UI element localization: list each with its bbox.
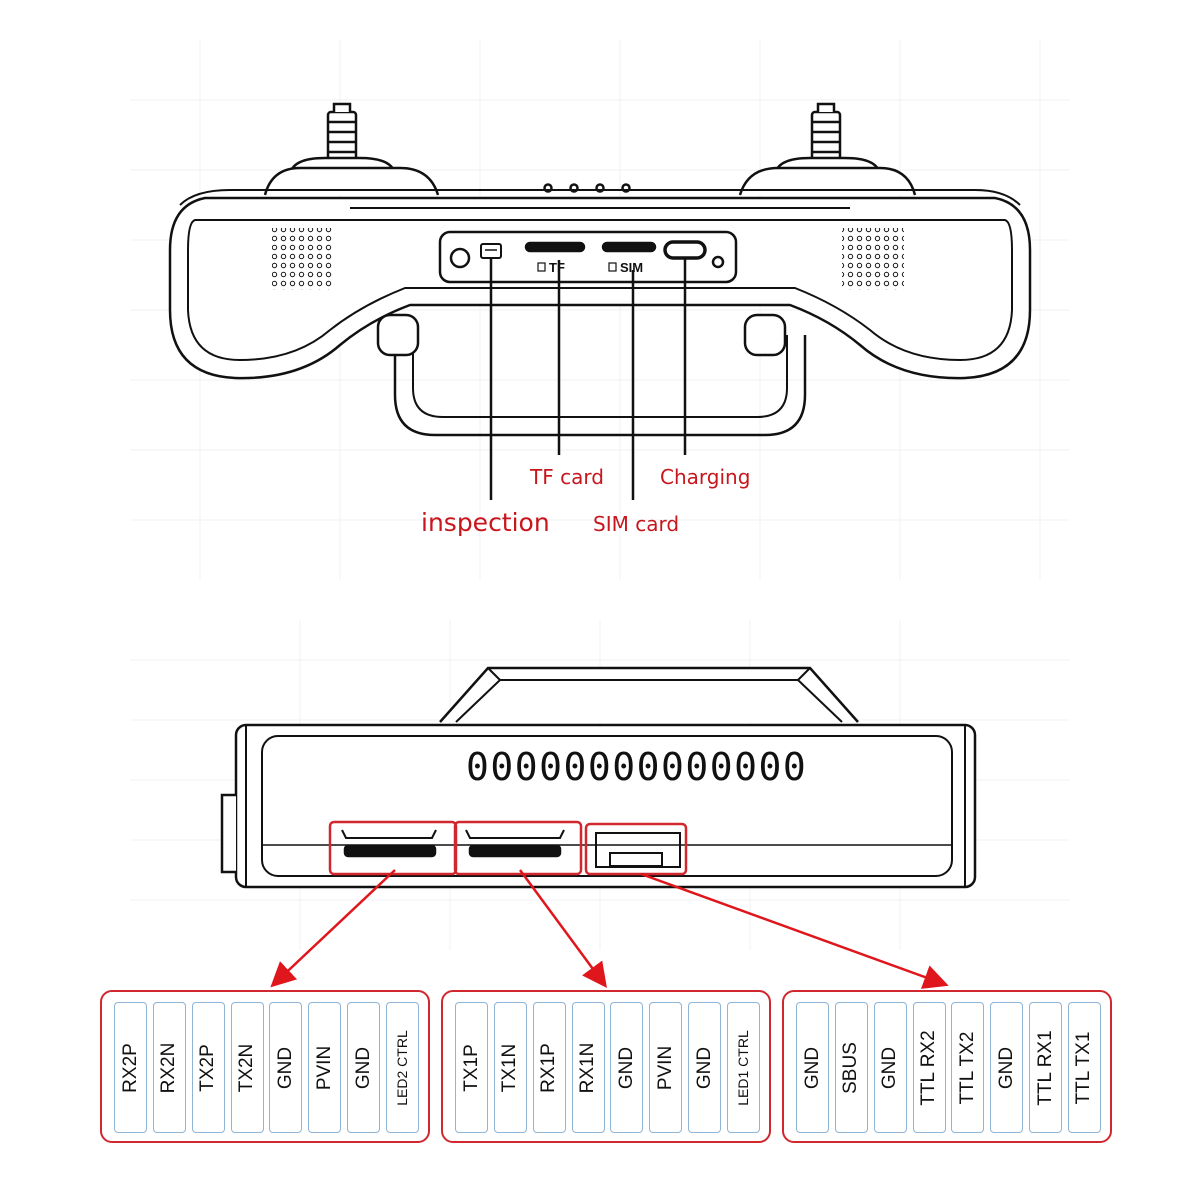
pin-label: GND [801,1046,823,1089]
pin-label: GND [693,1046,715,1089]
pin-label-box: RX1N [571,1002,605,1133]
pin-label: RX2P [119,1042,141,1093]
connector-arrows [270,869,949,989]
pin-label-box: GND [796,1002,829,1133]
pin-label: PVIN [313,1045,335,1090]
pin-label-box: LED1 CTRL [726,1002,760,1133]
pin-label-box: RX2N [152,1002,186,1133]
pin-label-box: TTL TX2 [951,1002,985,1133]
pin-label: LED2 CTRL [394,1029,411,1106]
pin-label: SBUS [840,1041,862,1094]
pin-label: RX1P [538,1042,560,1093]
pin-label-box: PVIN [649,1002,683,1133]
pin-label-box: TX2P [191,1002,225,1133]
pin-label-box: TTL TX1 [1067,1002,1101,1133]
pin-label: TTL RX2 [918,1029,940,1106]
charging-callout: Charging [660,465,750,489]
left-speaker-grille [272,228,334,290]
connector-pinout-1: RX2P RX2N TX2P TX2N GND PVIN GND LED2 CT… [100,990,430,1143]
pin-label-box: GND [347,1002,381,1133]
pin-label-box: GND [269,1002,303,1133]
pin-label: RX1N [577,1042,599,1093]
pin-label-box: TTL RX2 [912,1002,946,1133]
port-panel [438,230,738,284]
pin-label: PVIN [654,1045,676,1090]
pin-label: GND [995,1046,1017,1089]
pin-label: TX2P [197,1043,219,1092]
pin-label: TTL RX1 [1034,1029,1056,1106]
pin-label: RX2N [158,1042,180,1093]
pin-label-box: TX2N [230,1002,264,1133]
pin-label: TX1N [499,1043,521,1092]
pin-label-box: GND [610,1002,644,1133]
tf-slot-label: TF [549,260,565,275]
pin-label: GND [879,1046,901,1089]
bottom-handle [393,335,807,437]
pin-label: GND [615,1046,637,1089]
pin-label-box: PVIN [308,1002,342,1133]
pin-label-box: TTL RX1 [1029,1002,1063,1133]
controller-top-view [168,102,1032,437]
sim-slot-label: SIM [620,260,643,275]
right-speaker-grille [842,228,904,290]
pin-label-box: LED2 CTRL [385,1002,419,1133]
connector-pinout-2: TX1P TX1N RX1P RX1N GND PVIN GND LED1 CT… [441,990,771,1143]
pin-label: GND [274,1046,296,1089]
vent-slots: 00000000000000 [466,745,807,789]
pin-label-box: GND [990,1002,1024,1133]
pin-label: TX1P [460,1043,482,1092]
inspection-callout: inspection [421,508,550,537]
pin-label: GND [352,1046,374,1089]
pin-label-box: TX1P [455,1002,488,1133]
pin-label-box: TX1N [493,1002,527,1133]
tf-card-callout: TF card [529,465,604,489]
pin-label: LED1 CTRL [735,1029,752,1106]
pin-label: TX2N [236,1043,258,1092]
pin-label-box: RX2P [114,1002,147,1133]
pin-label: TTL TX2 [956,1031,978,1104]
module-side-view [220,666,977,889]
connector-highlights [328,820,688,876]
sim-card-callout: SIM card [593,512,679,536]
pin-label-box: GND [873,1002,907,1133]
connector-pinout-3: GND SBUS GND TTL RX2 TTL TX2 GND TTL RX1… [782,990,1112,1143]
right-antenna [773,102,882,176]
pin-label: TTL TX1 [1073,1031,1095,1104]
callout-leaders [489,258,687,500]
pin-label-box: RX1P [532,1002,566,1133]
pin-label-box: SBUS [834,1002,868,1133]
left-antenna [288,102,397,176]
pin-label-box: GND [688,1002,722,1133]
